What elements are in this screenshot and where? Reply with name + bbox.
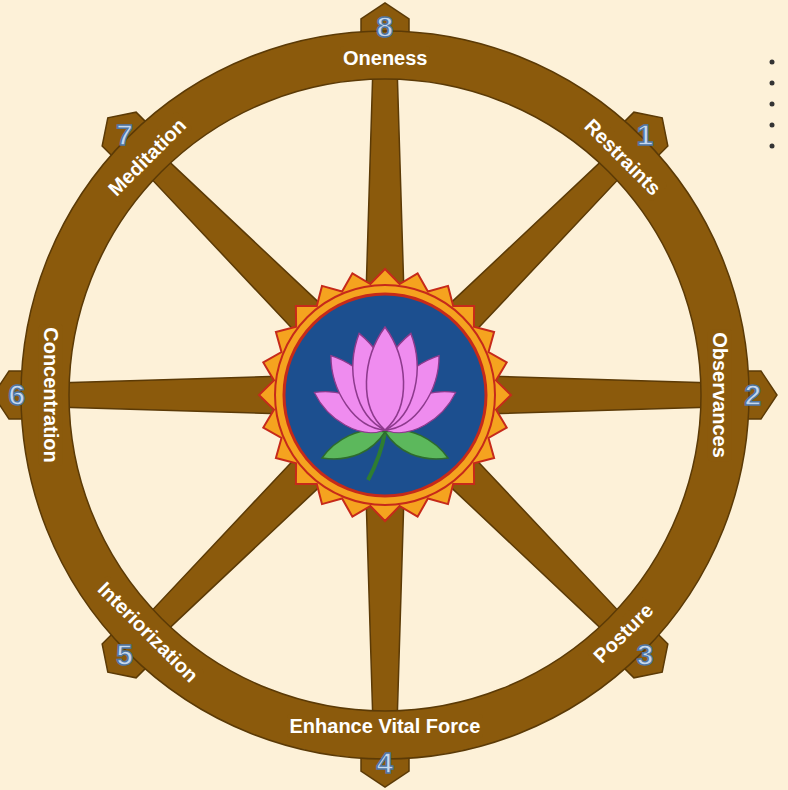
callout-number: 1 — [637, 119, 654, 151]
lotus-leaf — [385, 430, 448, 459]
bullet — [770, 102, 775, 107]
step-label: Interiorization — [91, 574, 206, 689]
lotus-petal — [366, 327, 403, 430]
lotus — [308, 327, 463, 480]
bullet — [770, 60, 775, 65]
hub — [259, 269, 511, 521]
callout-number: 6 — [9, 379, 26, 411]
bullet — [770, 81, 775, 86]
step-label: Concentration — [39, 324, 63, 466]
hub-band — [275, 285, 495, 505]
hub-center — [284, 294, 486, 496]
callout-number: 2 — [745, 379, 762, 411]
step-label: Observances — [708, 329, 732, 461]
callout-number: 3 — [637, 639, 654, 671]
step-label: Oneness — [340, 46, 430, 70]
lotus-leaf — [322, 430, 385, 459]
bullet — [770, 144, 775, 149]
callout-number: 4 — [377, 747, 394, 779]
bullet — [770, 123, 775, 128]
callout-number: 7 — [116, 119, 133, 151]
bullet-list — [770, 60, 775, 149]
wheel-spokes — [0, 3, 777, 787]
rim-edge — [69, 79, 701, 711]
hub-scallop — [259, 269, 511, 521]
step-label: Enhance Vital Force — [287, 714, 484, 738]
callout-number: 8 — [377, 11, 394, 43]
wheel-rim — [45, 55, 725, 735]
rim-edge — [21, 31, 749, 759]
step-label: Restraints — [577, 112, 667, 202]
callout-number: 5 — [116, 639, 133, 671]
step-label: Meditation — [101, 111, 193, 203]
